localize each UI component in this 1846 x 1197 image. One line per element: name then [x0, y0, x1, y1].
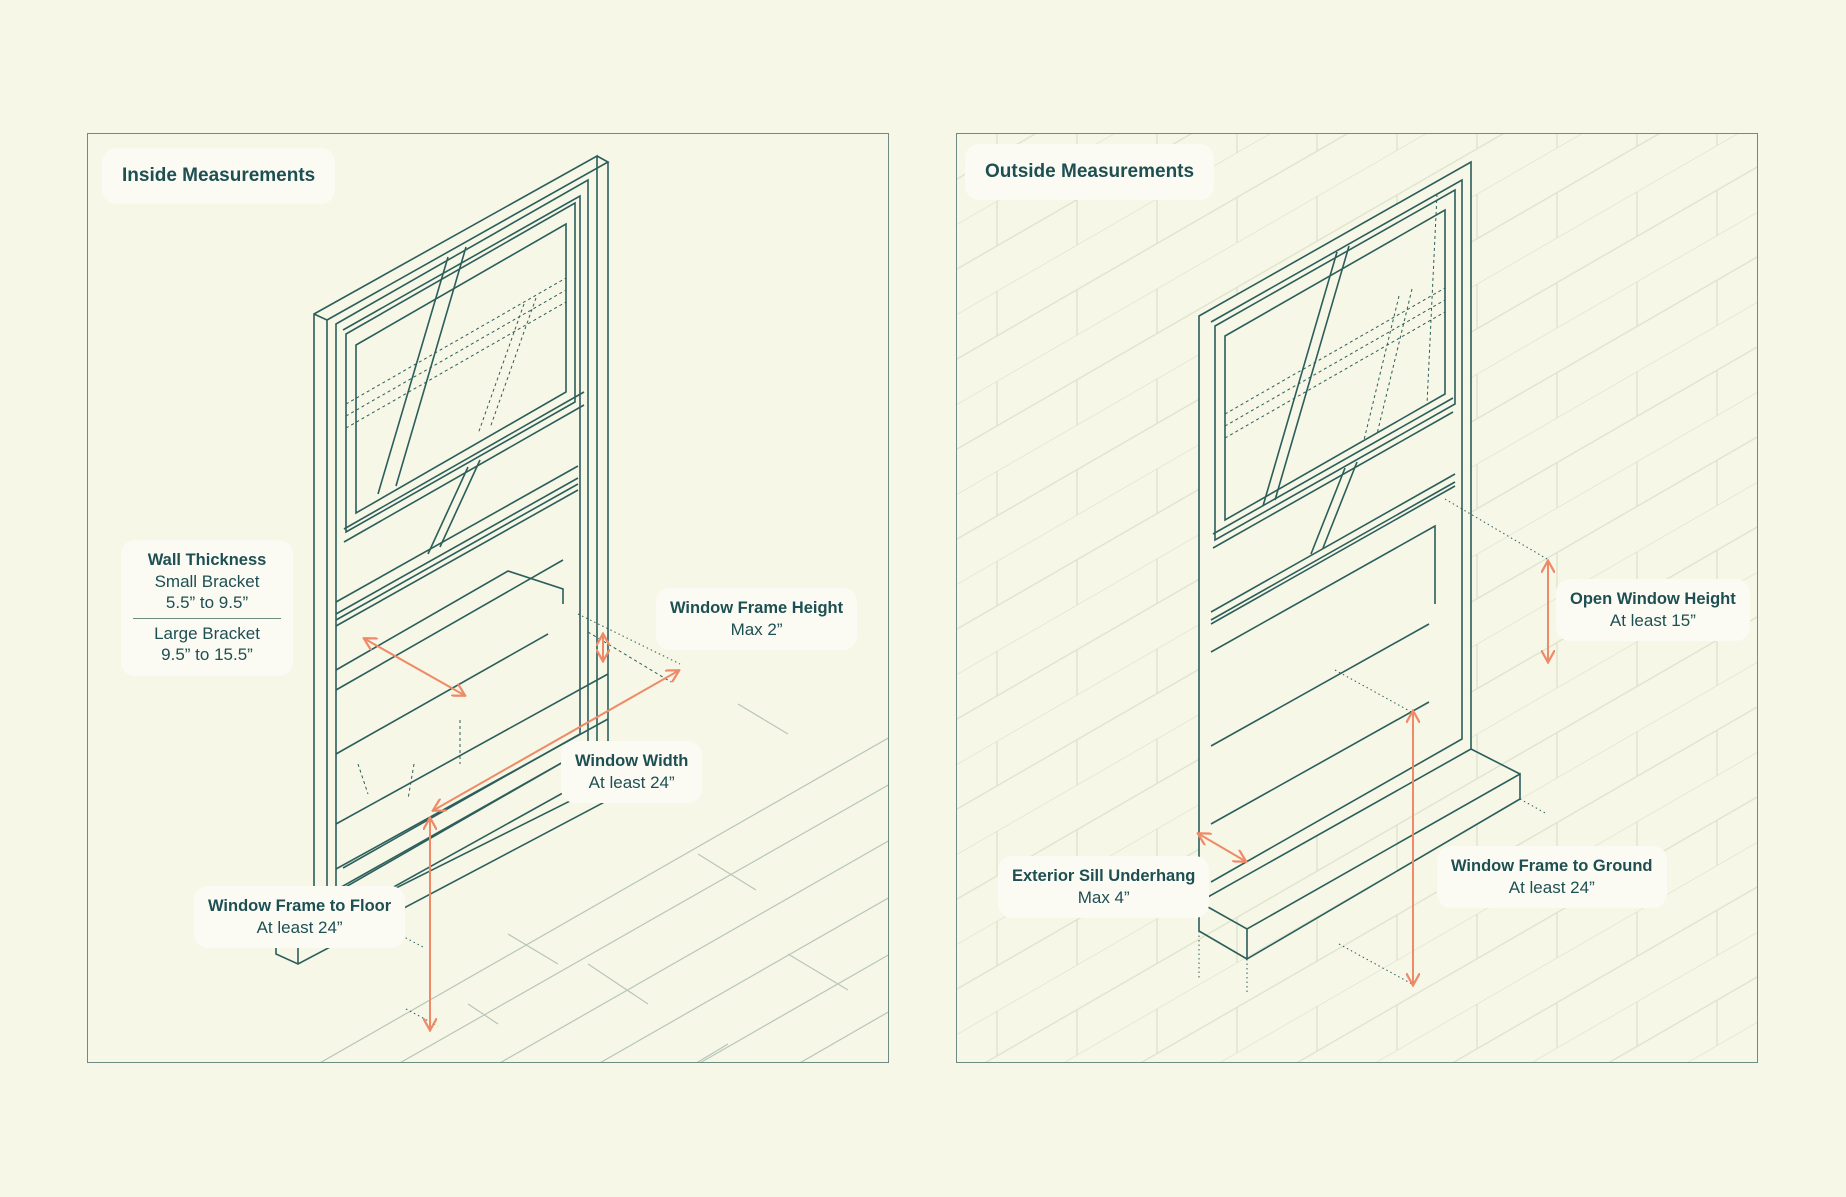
small-bracket-label: Small Bracket	[154, 571, 260, 591]
outside-title: Outside Measurements	[965, 144, 1215, 200]
guide-lines	[337, 613, 681, 1027]
wall-thickness-title: Wall Thickness	[147, 551, 267, 569]
wall-thickness-label: Wall Thickness Small Bracket 5.5” to 9.5…	[121, 540, 293, 676]
sill-underhang-arrow	[1199, 834, 1245, 861]
frame-to-ground-value: At least 24”	[1508, 877, 1595, 897]
frame-to-floor-label: Window Frame to Floor At least 24”	[194, 886, 406, 948]
window-width-label: Window Width At least 24”	[561, 741, 703, 803]
window-width-value: At least 24”	[588, 772, 675, 792]
frame-height-value: Max 2”	[730, 619, 783, 639]
frame-height-label: Window Frame Height Max 2”	[656, 588, 858, 650]
window-width-title: Window Width	[575, 752, 689, 770]
frame-to-ground-title: Window Frame to Ground	[1451, 857, 1653, 875]
open-height-title: Open Window Height	[1570, 590, 1736, 608]
sill-underhang-label: Exterior Sill Underhang Max 4”	[998, 856, 1210, 918]
outside-measurements-panel: Outside Measurements Open Window Height …	[956, 133, 1758, 1063]
sill-underhang-value: Max 4”	[1077, 887, 1130, 907]
frame-to-floor-value: At least 24”	[256, 917, 343, 937]
wall-thickness-arrow	[365, 639, 464, 695]
large-bracket-value: 9.5” to 15.5”	[161, 645, 253, 665]
sill-underhang-title: Exterior Sill Underhang	[1012, 867, 1196, 885]
divider	[133, 618, 281, 620]
frame-height-title: Window Frame Height	[670, 599, 844, 617]
floor-boards	[320, 703, 888, 1062]
outside-hidden-lines	[1224, 193, 1446, 441]
window-frame	[275, 154, 649, 965]
outside-guide-lines	[1198, 498, 1548, 994]
inside-title: Inside Measurements	[102, 148, 336, 204]
open-height-value: At least 15”	[1609, 610, 1696, 630]
open-height-label: Open Window Height At least 15”	[1556, 579, 1750, 641]
inside-measurements-panel: Inside Measurements Wall Thickness Small…	[87, 133, 889, 1063]
inside-window-illustration	[275, 154, 888, 1062]
window-width-arrow	[434, 671, 678, 810]
large-bracket-label: Large Bracket	[154, 624, 260, 644]
frame-to-floor-title: Window Frame to Floor	[208, 897, 392, 915]
small-bracket-value: 5.5” to 9.5”	[165, 592, 249, 612]
frame-to-ground-label: Window Frame to Ground At least 24”	[1437, 846, 1667, 908]
